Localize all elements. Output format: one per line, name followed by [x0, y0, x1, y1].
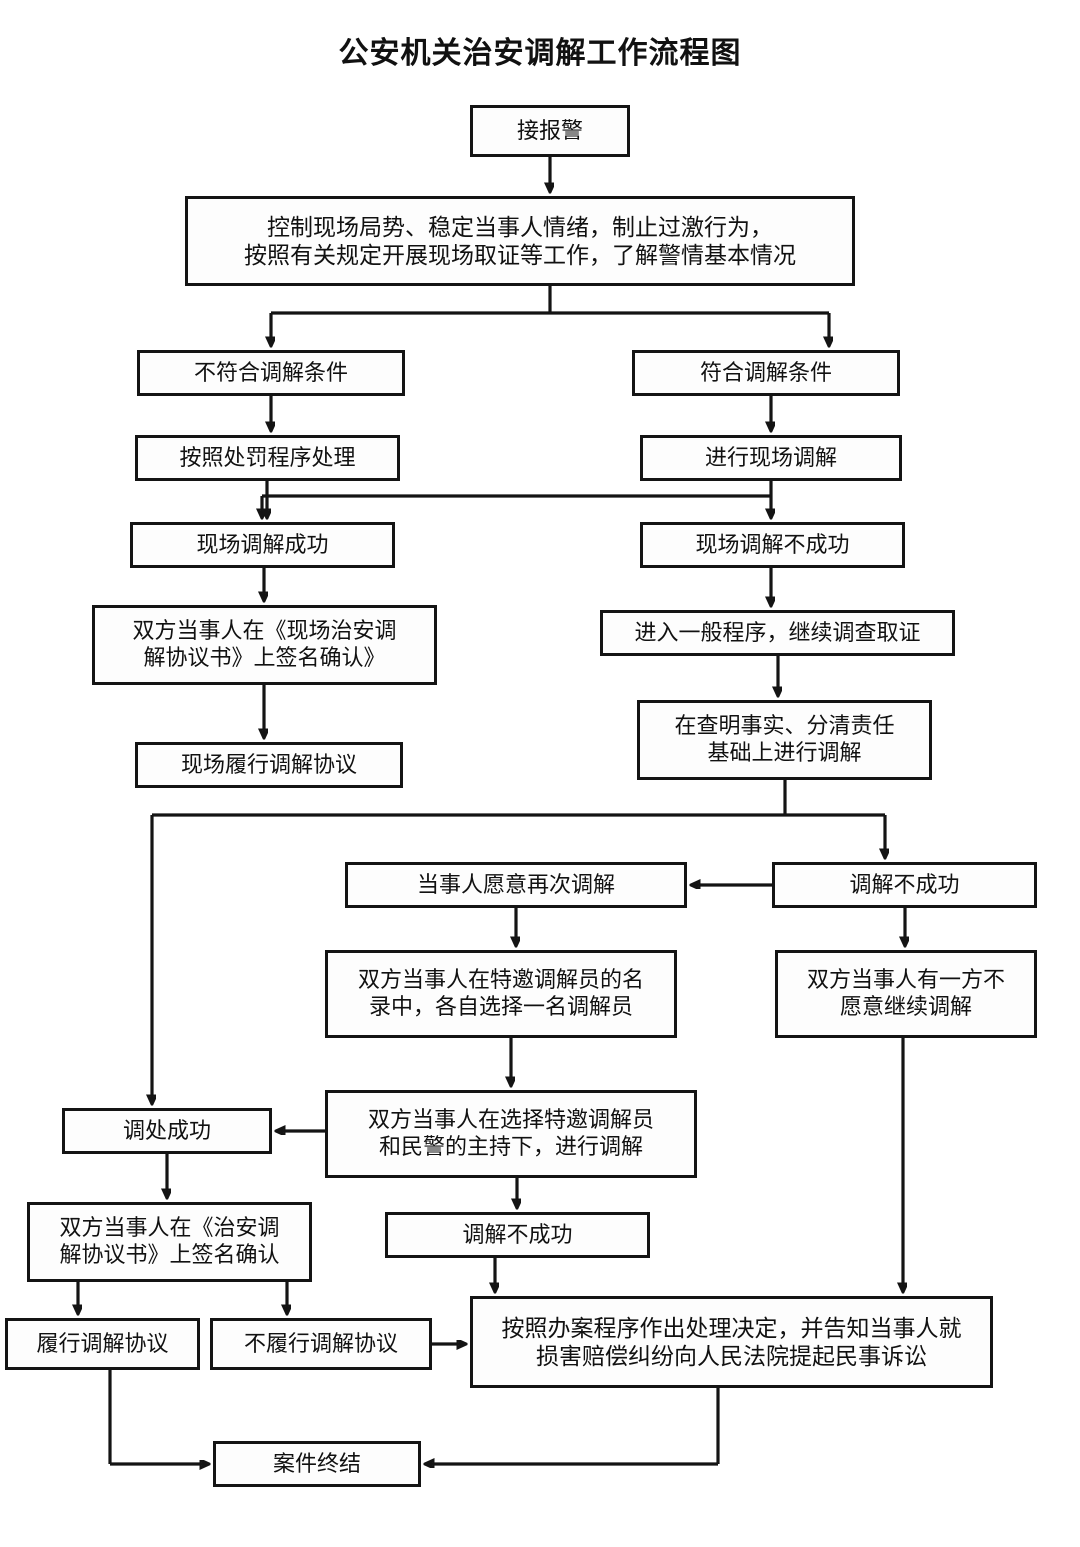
node-mediate-on-facts[interactable]: 在查明事实、分清责任 基础上进行调解	[637, 700, 932, 780]
node-sign-onsite-agreement[interactable]: 双方当事人在《现场治安调 解协议书》上签名确认》	[92, 605, 437, 685]
node-select-mediator[interactable]: 双方当事人在特邀调解员的名 录中，各自选择一名调解员	[325, 950, 677, 1038]
node-case-handling-decision[interactable]: 按照办案程序作出处理决定，并告知当事人就 损害赔偿纠纷向人民法院提起民事诉讼	[470, 1296, 993, 1388]
page-title: 公安机关治安调解工作流程图	[338, 37, 742, 70]
node-receive-report[interactable]: 接报警	[470, 105, 630, 157]
node-sign-agreement[interactable]: 双方当事人在《治安调 解协议书》上签名确认	[27, 1202, 312, 1282]
node-mediator-led-mediation[interactable]: 双方当事人在选择特邀调解员 和民警的主持下，进行调解	[325, 1090, 697, 1178]
node-mediation-failed-2[interactable]: 调解不成功	[385, 1212, 650, 1258]
node-scene-control[interactable]: 控制现场局势、稳定当事人情绪，制止过激行为， 按照有关规定开展现场取证等工作，了…	[185, 196, 855, 286]
node-general-procedure[interactable]: 进入一般程序，继续调查取证	[600, 610, 955, 656]
node-case-closed[interactable]: 案件终结	[213, 1441, 421, 1487]
node-not-eligible[interactable]: 不符合调解条件	[137, 350, 405, 396]
node-onsite-failure[interactable]: 现场调解不成功	[640, 522, 905, 568]
node-eligible[interactable]: 符合调解条件	[632, 350, 900, 396]
node-perform-agreement[interactable]: 履行调解协议	[5, 1318, 200, 1370]
node-not-perform-agreement[interactable]: 不履行调解协议	[210, 1318, 432, 1370]
node-onsite-mediation[interactable]: 进行现场调解	[640, 435, 902, 481]
node-willing-remediate[interactable]: 当事人愿意再次调解	[345, 862, 687, 908]
node-mediation-failed[interactable]: 调解不成功	[772, 862, 1037, 908]
node-perform-onsite-agreement[interactable]: 现场履行调解协议	[135, 742, 403, 788]
node-penalty-procedure[interactable]: 按照处罚程序处理	[135, 435, 400, 481]
node-settlement-success[interactable]: 调处成功	[62, 1108, 272, 1154]
node-onsite-success[interactable]: 现场调解成功	[130, 522, 395, 568]
node-one-party-unwilling[interactable]: 双方当事人有一方不 愿意继续调解	[775, 950, 1037, 1038]
